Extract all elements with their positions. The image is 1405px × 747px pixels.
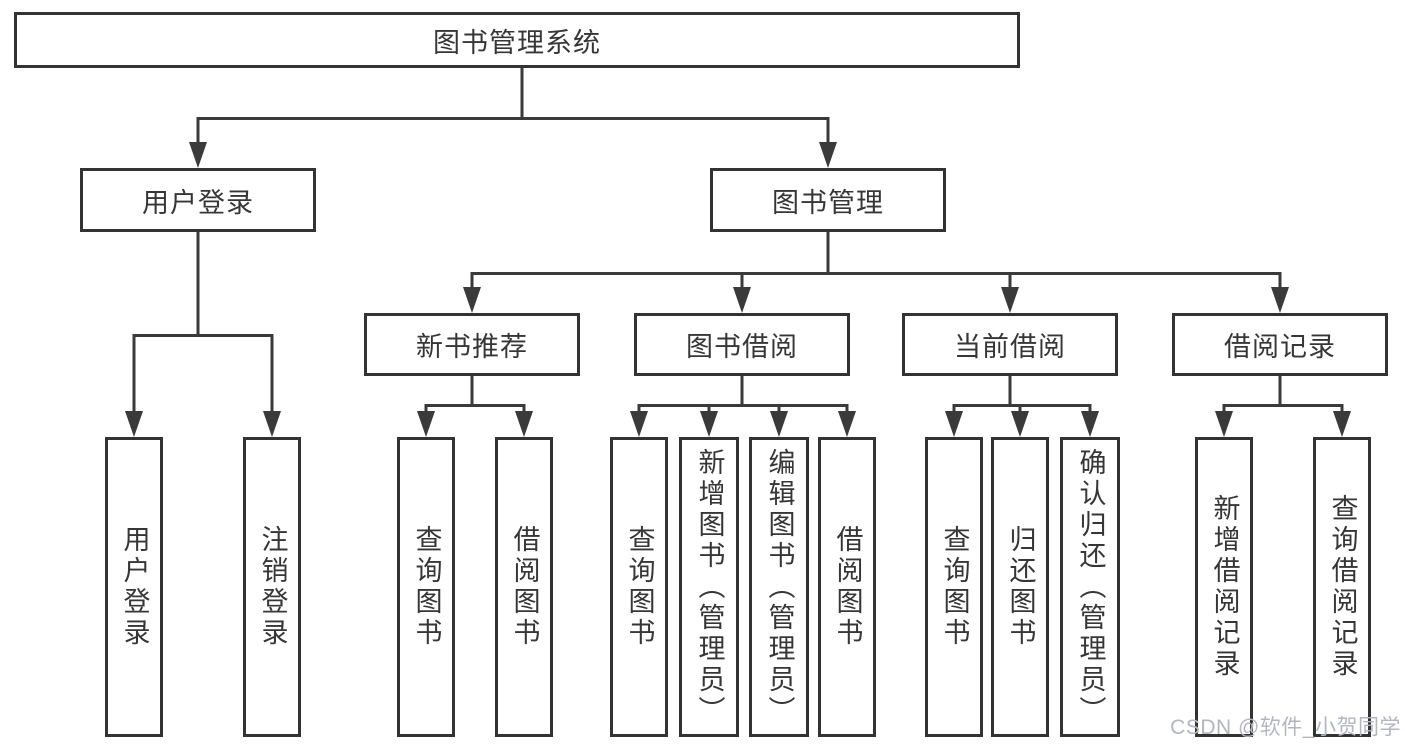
node-book-management-module: 图书管理 [710, 168, 946, 232]
node-label: 借阅图书 [509, 525, 540, 649]
node-query-borrow-record: 查询借阅记录 [1313, 437, 1371, 737]
node-return-books: 归还图书 [991, 437, 1049, 737]
node-label: 图书管理 [772, 187, 884, 218]
node-label: 编辑图书（管理员） [764, 447, 795, 727]
node-edit-books-admin: 编辑图书（管理员） [749, 437, 809, 737]
node-query-books-current: 查询图书 [925, 437, 983, 737]
node-label: 新增图书（管理员） [694, 447, 725, 727]
node-book-borrowing: 图书借阅 [634, 313, 850, 376]
node-label: 图书管理系统 [433, 27, 601, 58]
node-label: 借阅记录 [1224, 332, 1336, 362]
node-borrow-books-recommend: 借阅图书 [495, 437, 553, 737]
arrowhead-icons [125, 142, 1351, 437]
node-borrow-books: 借阅图书 [818, 437, 876, 737]
node-label: 查询借阅记录 [1327, 494, 1358, 680]
node-label: 注销登录 [257, 525, 288, 649]
node-label: 用户登录 [142, 187, 254, 218]
node-query-books-recommend: 查询图书 [397, 437, 455, 737]
node-label: 新增借阅记录 [1209, 494, 1240, 680]
node-label: 查询图书 [411, 525, 442, 649]
node-user-login: 用户登录 [105, 437, 163, 737]
node-label: 用户登录 [119, 525, 150, 649]
node-current-borrowing: 当前借阅 [902, 313, 1118, 376]
node-label: 归还图书 [1005, 525, 1036, 649]
node-new-book-recommend: 新书推荐 [364, 313, 580, 376]
node-logout: 注销登录 [243, 437, 301, 737]
node-label: 查询图书 [624, 525, 655, 649]
node-label: 当前借阅 [954, 332, 1066, 362]
node-confirm-return-admin: 确认归还（管理员） [1060, 437, 1120, 737]
node-add-borrow-record: 新增借阅记录 [1195, 437, 1253, 737]
node-label: 新书推荐 [416, 332, 528, 362]
csdn-watermark: CSDN @软件_小贺同学 [1170, 716, 1401, 739]
node-user-login-module: 用户登录 [80, 168, 316, 232]
node-label: 图书借阅 [686, 332, 798, 362]
node-library-system: 图书管理系统 [14, 12, 1020, 68]
node-query-books-borrow: 查询图书 [610, 437, 668, 737]
node-add-books-admin: 新增图书（管理员） [679, 437, 739, 737]
node-label: 查询图书 [939, 525, 970, 649]
node-borrowing-records: 借阅记录 [1172, 313, 1388, 376]
node-label: 确认归还（管理员） [1075, 447, 1106, 727]
node-label: 借阅图书 [832, 525, 863, 649]
